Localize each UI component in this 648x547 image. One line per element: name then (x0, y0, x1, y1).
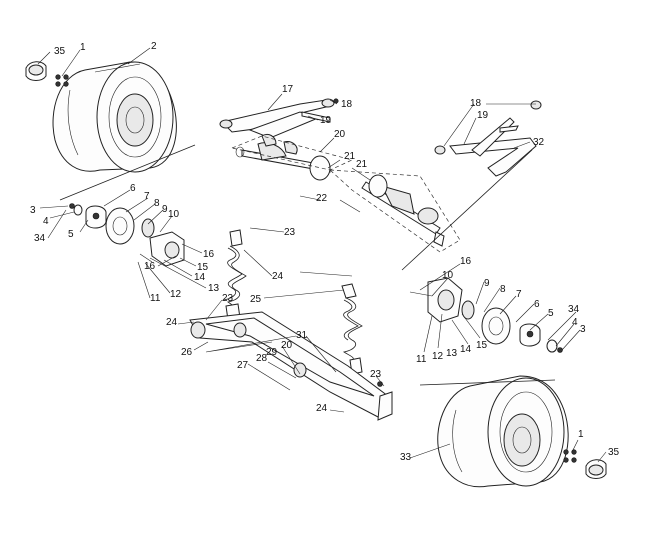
callout-18: 18 (470, 98, 482, 109)
callout-31: 31 (296, 330, 308, 341)
callout-16: 16 (460, 256, 472, 267)
callout-5: 5 (68, 229, 74, 240)
callout-10: 10 (442, 270, 454, 281)
callout-20: 20 (281, 340, 293, 351)
callout-9: 9 (484, 278, 490, 289)
lower-a-arm (189, 311, 393, 421)
callout-23: 23 (284, 227, 296, 238)
callout-10: 10 (168, 209, 180, 220)
callout-23: 23 (370, 369, 382, 380)
callout-9: 9 (162, 204, 168, 215)
callout-26: 26 (181, 347, 193, 358)
callout-2: 2 (151, 41, 157, 52)
callout-35: 35 (54, 46, 66, 57)
callout-29: 29 (266, 347, 278, 358)
callout-19: 19 (477, 110, 489, 121)
callout-32: 32 (533, 137, 545, 148)
callout-27: 27 (237, 360, 249, 371)
callout-7: 7 (144, 191, 150, 202)
front-tire-left (52, 61, 177, 173)
callout-16: 16 (203, 249, 215, 260)
callout-11: 11 (150, 293, 161, 304)
callout-4: 4 (572, 317, 578, 328)
callout-6: 6 (130, 183, 136, 194)
callout-33: 33 (400, 452, 412, 463)
callout-18: 18 (341, 99, 353, 110)
callout-8: 8 (500, 284, 506, 295)
hub-assembly-right (427, 277, 563, 353)
wheel-cap-right (585, 459, 607, 479)
callout-1: 1 (578, 429, 584, 440)
callout-15: 15 (476, 340, 488, 351)
callout-19: 19 (320, 115, 332, 126)
callout-11: 11 (416, 354, 427, 365)
callout-17: 17 (282, 84, 294, 95)
callout-7: 7 (516, 289, 522, 300)
callout-21: 21 (356, 159, 368, 170)
callout-24: 24 (316, 403, 328, 414)
callout-14: 14 (194, 272, 206, 283)
callout-13: 13 (208, 283, 220, 294)
callout-14: 14 (460, 344, 472, 355)
drive-shaft (235, 133, 445, 247)
wheel-nuts-left (55, 74, 69, 87)
callout-34: 34 (568, 304, 580, 315)
callout-25: 25 (250, 294, 262, 305)
callout-35: 35 (608, 447, 620, 458)
callout-5: 5 (548, 308, 554, 319)
leader-lines (37, 47, 607, 463)
callout-20: 20 (334, 129, 346, 140)
callout-28: 28 (256, 353, 268, 364)
callout-15: 15 (197, 262, 209, 273)
callout-13: 13 (446, 348, 458, 359)
callout-12: 12 (170, 289, 182, 300)
callout-3: 3 (30, 205, 36, 216)
callout-6: 6 (534, 299, 540, 310)
callout-labels: 35 1 2 17 18 19 20 21 21 22 18 19 32 6 7… (30, 41, 620, 463)
callout-3: 3 (580, 324, 586, 335)
callout-22: 22 (316, 193, 328, 204)
callout-24: 24 (272, 271, 284, 282)
front-tire-right (437, 375, 569, 488)
wheel-cap-left (25, 61, 47, 81)
callout-24: 24 (166, 317, 178, 328)
callout-12: 12 (432, 351, 444, 362)
shock-absorber-right (341, 283, 363, 375)
hub-assembly-left (69, 203, 185, 267)
upper-a-arm (219, 98, 339, 139)
callout-16: 16 (144, 261, 156, 272)
callout-4: 4 (43, 216, 49, 227)
callout-23: 23 (222, 293, 234, 304)
callout-21: 21 (344, 151, 356, 162)
callout-34: 34 (34, 233, 46, 244)
callout-1: 1 (80, 42, 86, 53)
shock-absorber-left (223, 229, 247, 321)
callout-8: 8 (154, 198, 160, 209)
